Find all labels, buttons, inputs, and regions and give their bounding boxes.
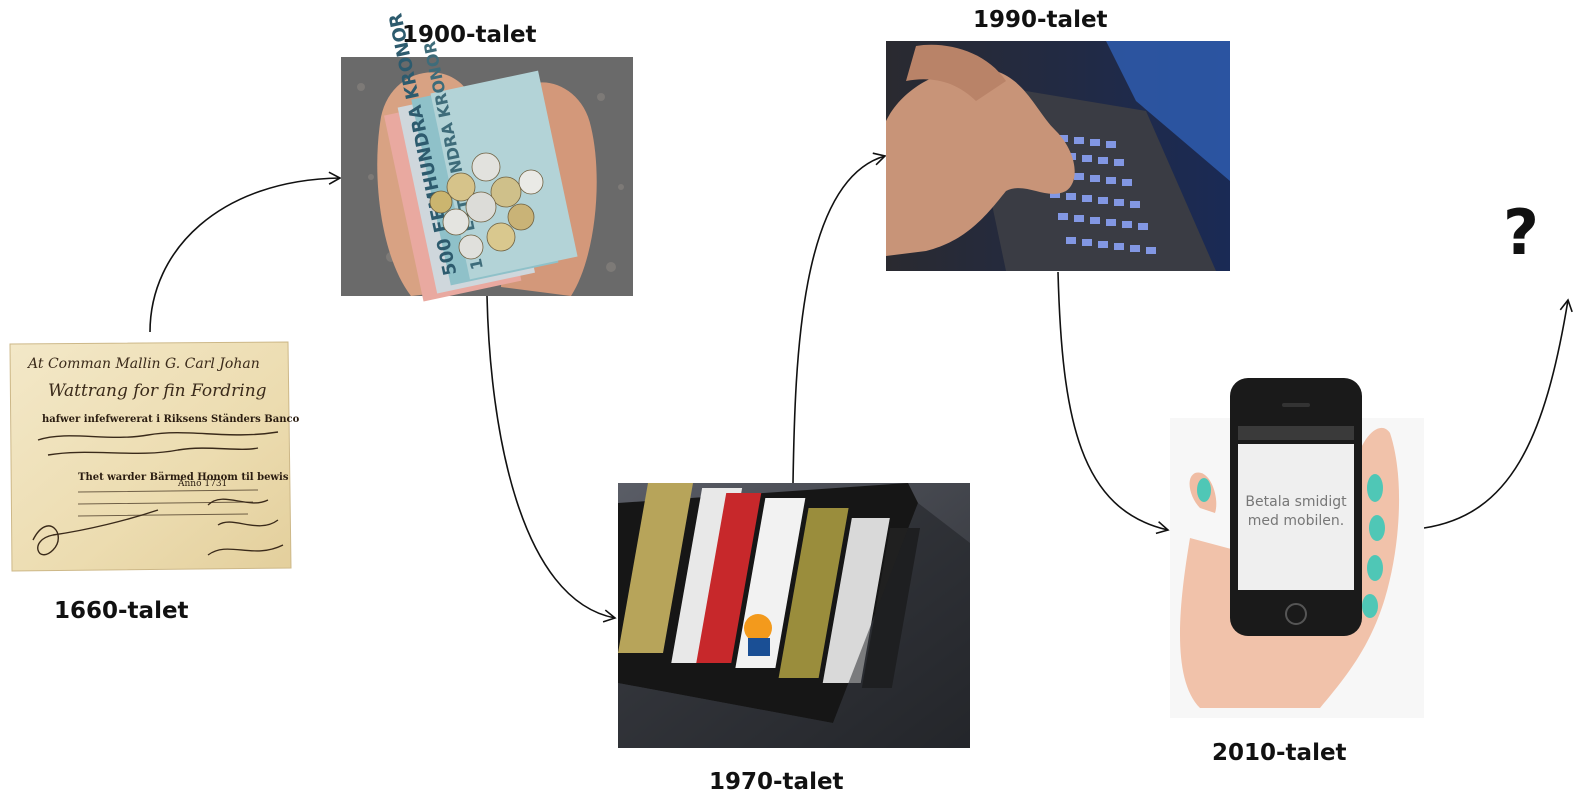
image-cash-1900: 500 FEMHUNDRA KRONOR 100 ETTHUNDRA KRONO… [341, 11, 633, 302]
svg-text:Anno 1731: Anno 1731 [177, 479, 227, 489]
image-phone-2010: Betala smidigt med mobilen. [1170, 378, 1424, 718]
svg-text:At Comman Mallin G. Carl Johan: At Comman Mallin G. Carl Johan [26, 356, 260, 372]
era-label-1970: 1970-talet [709, 769, 844, 795]
arrow-1900-to-1970 [486, 295, 617, 623]
arrow-1660-to-1900 [149, 171, 342, 333]
era-label-1990: 1990-talet [973, 7, 1108, 33]
era-label-2010: 2010-talet [1212, 740, 1347, 766]
svg-text:Thet warder Bärmed Honom til b: Thet warder Bärmed Honom til bewis [78, 472, 289, 483]
future-question-mark: ? [1503, 196, 1539, 269]
image-laptop-1990 [886, 41, 1230, 271]
arrow-2010-to-future [1423, 298, 1573, 529]
era-label-1900: 1900-talet [402, 22, 537, 48]
svg-text:Wattrang for fin Fordring: Wattrang for fin Fordring [48, 381, 267, 401]
image-cards-1970 [618, 483, 970, 748]
arrow-1990-to-2010 [1057, 271, 1170, 535]
svg-text:med mobilen.: med mobilen. [1248, 513, 1344, 529]
arrow-1970-to-1990 [792, 152, 887, 484]
svg-text:hafwer infefwererat i Riksens: hafwer infefwererat i Riksens Ständers B… [42, 414, 300, 425]
era-label-1660: 1660-talet [54, 598, 189, 624]
image-credit-note-1660: At Comman Mallin G. Carl Johan Wattrang … [8, 340, 300, 572]
svg-text:Betala smidigt: Betala smidigt [1245, 494, 1347, 510]
